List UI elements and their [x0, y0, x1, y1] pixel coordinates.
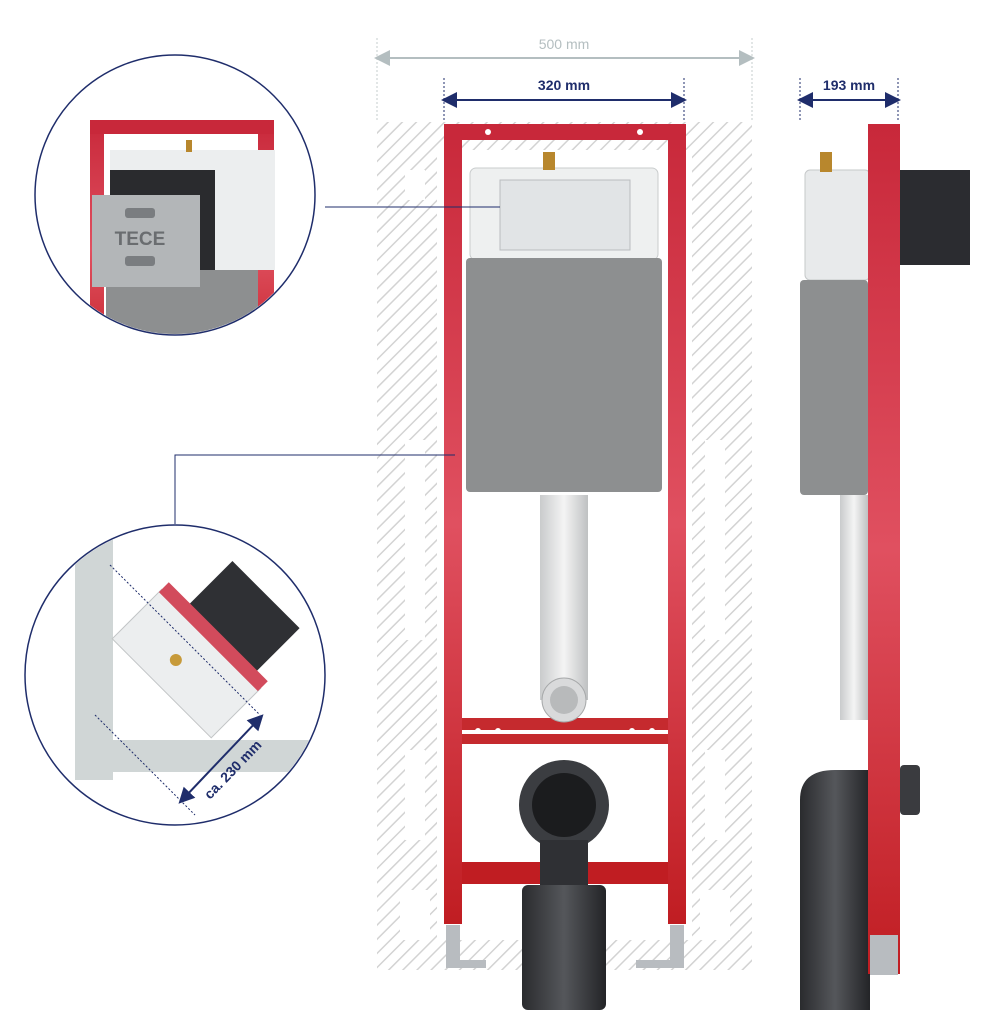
- dimension-label-193: 193 mm: [823, 77, 875, 93]
- dimension-label-320: 320 mm: [538, 77, 590, 93]
- tece-logo: TECE: [115, 229, 166, 250]
- dimension-label-500: 500 mm: [539, 36, 590, 52]
- dimension-320: 320 mm: [441, 77, 687, 122]
- dimension-500: 500 mm: [374, 36, 755, 120]
- dimension-193: 193 mm: [797, 77, 901, 122]
- side-view: [800, 124, 970, 1010]
- detail-circle-bottom: ca. 230 mm: [24, 524, 326, 826]
- detail-circle-top: TECE: [34, 54, 316, 336]
- front-view-frame: [444, 124, 686, 968]
- leader-line-bottom: [174, 454, 455, 524]
- front-view-outlet: [519, 760, 609, 1010]
- front-view-cistern: [466, 152, 662, 723]
